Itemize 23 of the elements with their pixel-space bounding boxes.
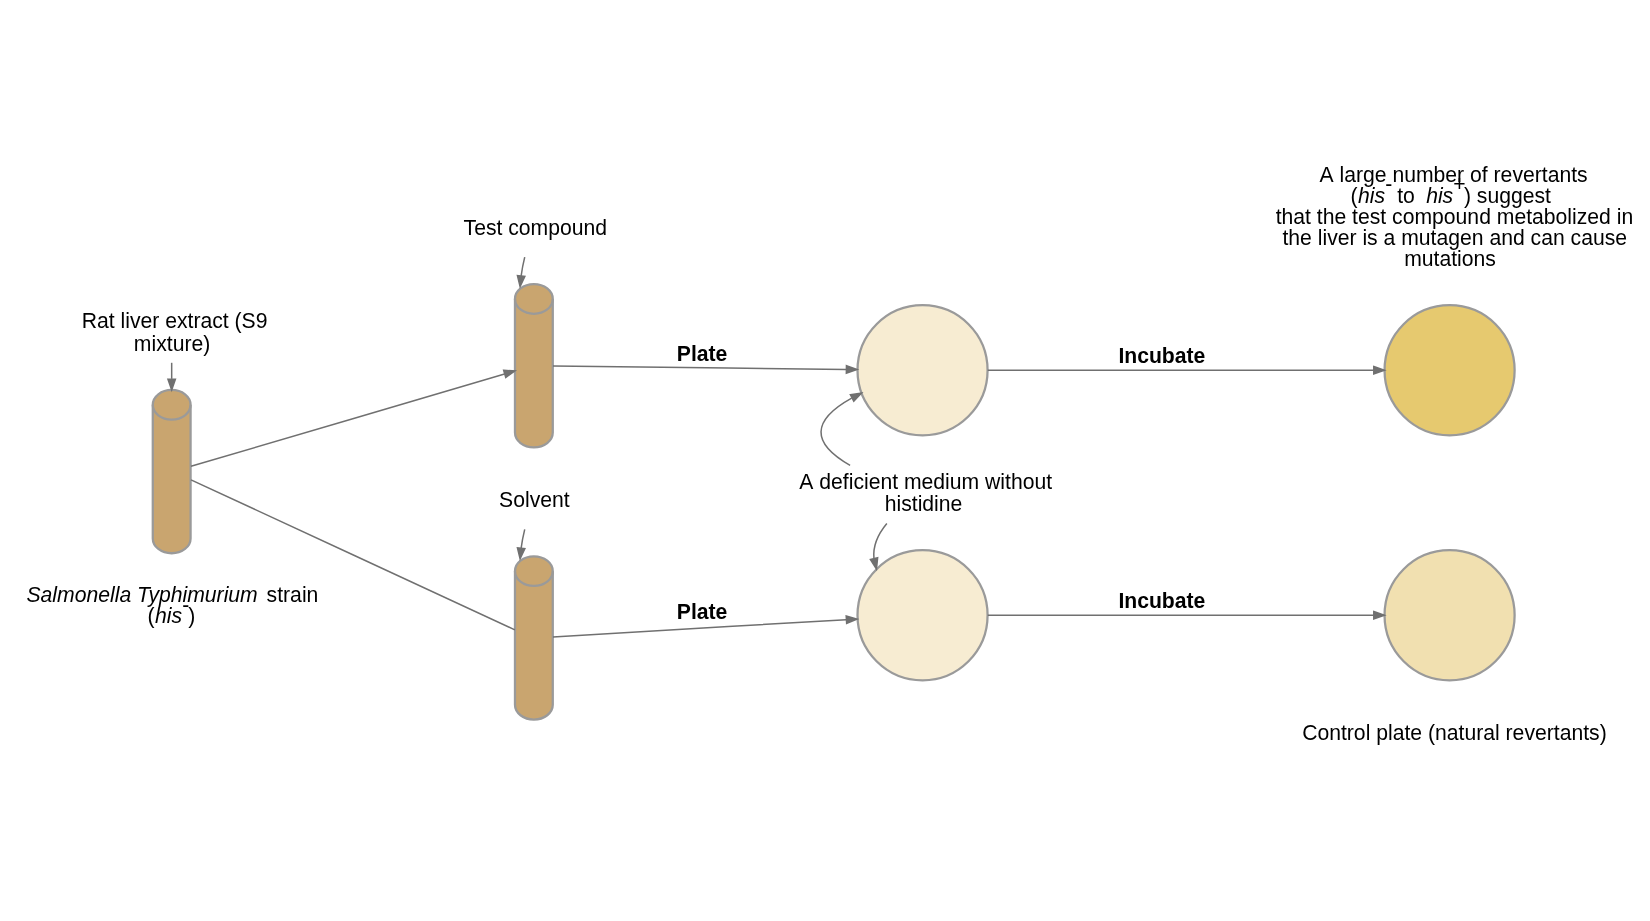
node-label: Control plate (natural revertants) <box>1302 720 1607 744</box>
edge-label: Plate <box>676 599 728 623</box>
edge-label: Plate <box>676 341 728 365</box>
arrow <box>516 528 526 561</box>
node-circle <box>856 303 989 436</box>
edge-label: Incubate <box>1118 588 1206 612</box>
arrow <box>820 391 864 466</box>
node-text: Rat liver extract (S9 mixture) <box>81 308 268 355</box>
arrow <box>987 610 1387 620</box>
edge-label: Incubate <box>1118 343 1206 367</box>
arrow <box>516 255 526 289</box>
arrow <box>552 364 860 374</box>
node-circle <box>1383 548 1516 681</box>
connector <box>190 478 516 631</box>
node-text: Solvent <box>499 487 570 511</box>
arrow <box>190 369 518 467</box>
node-circle <box>856 548 989 681</box>
node-text: Test compound <box>463 215 608 239</box>
node-text: A deficient medium without histidine <box>799 469 1053 515</box>
arrow <box>552 614 860 638</box>
arrow <box>869 522 888 571</box>
node-circle <box>1383 303 1516 436</box>
arrow <box>987 365 1387 375</box>
